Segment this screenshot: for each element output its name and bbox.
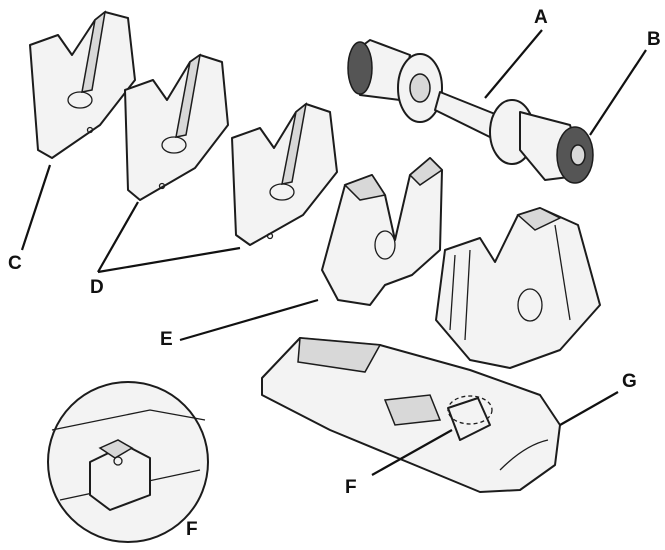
leader-e <box>179 298 319 342</box>
leader-f <box>371 429 453 476</box>
weight-plate-d-lower <box>231 102 338 246</box>
label-c: C <box>8 253 22 274</box>
detail-magnifier <box>47 381 209 543</box>
leader-b <box>589 49 647 136</box>
label-b: B <box>647 29 661 50</box>
leader-c <box>20 164 52 251</box>
weight-plate-stack <box>435 207 601 369</box>
leader-g <box>559 391 619 426</box>
label-d: D <box>90 277 104 298</box>
handle-cradle-e <box>321 156 444 306</box>
leader-d-1 <box>97 201 139 273</box>
storage-base-g <box>261 337 561 493</box>
label-a: A <box>534 7 548 28</box>
label-f-detail: F <box>186 519 198 540</box>
leader-d-2 <box>97 246 241 274</box>
dumbbell-handle-assembly <box>347 39 594 184</box>
label-g: G <box>622 371 637 392</box>
weight-plate-c <box>29 10 136 159</box>
label-f-main: F <box>345 477 357 498</box>
leader-a <box>484 29 543 99</box>
weight-plate-d-upper <box>124 53 229 201</box>
label-e: E <box>160 329 173 350</box>
